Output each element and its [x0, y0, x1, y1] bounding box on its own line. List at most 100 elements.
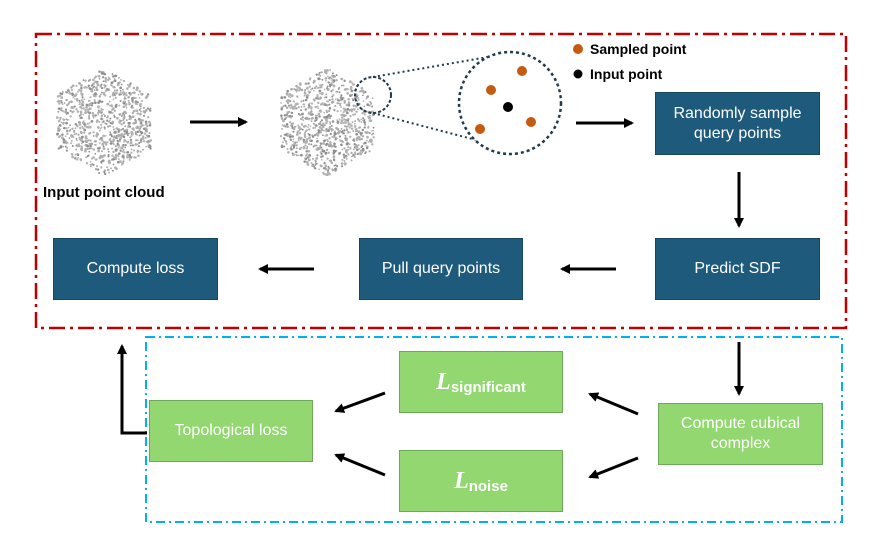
l-significant-subscript: significant [450, 379, 526, 396]
cloud-point [354, 130, 357, 133]
cloud-point [293, 142, 296, 146]
cloud-point [314, 106, 317, 109]
cloud-point [99, 93, 102, 96]
cloud-point [322, 139, 326, 143]
cloud-point [130, 135, 133, 137]
cloud-point [95, 82, 98, 85]
cloud-point [327, 81, 330, 84]
cloud-point [340, 116, 344, 119]
cloud-point [289, 121, 292, 124]
cloud-point [334, 167, 337, 171]
cloud-point [340, 84, 343, 87]
cloud-point [147, 134, 151, 138]
cloud-point [315, 85, 318, 88]
cloud-point [316, 105, 319, 108]
cloud-point [350, 110, 354, 113]
cloud-point [339, 110, 342, 112]
cloud-point [80, 86, 83, 90]
cloud-point [341, 158, 344, 161]
cloud-point [104, 135, 107, 137]
cloud-point [303, 94, 306, 97]
cloud-point [360, 118, 363, 121]
cloud-point [70, 139, 73, 142]
cloud-point [289, 104, 292, 107]
cloud-point [110, 104, 113, 107]
cloud-point [103, 115, 106, 117]
cloud-point [132, 86, 136, 90]
cloud-point [340, 77, 344, 81]
cloud-point [340, 113, 343, 116]
cloud-point [144, 122, 148, 126]
cloud-point [60, 107, 63, 110]
cloud-point [102, 134, 105, 138]
cloud-point [123, 96, 126, 98]
cloud-point [119, 134, 123, 137]
cloud-point [134, 96, 137, 100]
cloud-point [308, 102, 311, 105]
cloud-point [115, 91, 118, 95]
cloud-point [347, 146, 350, 149]
cloud-point [80, 139, 83, 142]
cloud-point [92, 117, 95, 119]
topology-frame [145, 336, 843, 523]
cloud-point [99, 154, 103, 158]
cloud-point [352, 84, 354, 86]
cloud-point [100, 160, 103, 163]
cloud-point [102, 80, 105, 83]
zoom-region-circle [354, 76, 392, 114]
cloud-point [364, 90, 367, 94]
cloud-point [325, 133, 329, 137]
cloud-point [327, 169, 329, 172]
cloud-point [126, 83, 129, 86]
cloud-point [350, 159, 353, 162]
cloud-point [113, 93, 116, 96]
cloud-point [136, 134, 138, 136]
cloud-point [66, 89, 69, 92]
cloud-point [305, 147, 309, 150]
cloud-point [140, 121, 143, 125]
cloud-point [298, 82, 302, 86]
cloud-point [304, 144, 307, 147]
cloud-point [368, 104, 371, 107]
cloud-point [361, 151, 364, 154]
cloud-point [148, 108, 150, 110]
compute-cubical-complex-label: Compute cubical complex [680, 415, 801, 452]
cloud-point [56, 94, 60, 98]
cloud-point [78, 136, 81, 139]
cloud-point [59, 116, 62, 120]
cloud-point [64, 111, 67, 114]
cloud-point [57, 126, 60, 129]
cloud-point [139, 150, 142, 153]
cloud-point [321, 78, 324, 81]
cloud-point [368, 150, 371, 153]
cloud-point [280, 145, 284, 148]
cloud-point [129, 82, 132, 85]
cloud-point [149, 139, 152, 142]
cloud-point [322, 167, 326, 170]
cloud-point [291, 115, 294, 118]
cloud-point [84, 111, 86, 114]
cloud-point [299, 137, 302, 140]
cloud-point [132, 96, 136, 100]
cloud-point [346, 88, 349, 91]
cloud-point [136, 139, 139, 142]
cloud-point [297, 106, 300, 109]
cloud-point [304, 88, 307, 91]
cloud-point [307, 133, 310, 135]
cloud-point [331, 74, 334, 77]
cloud-point [303, 160, 306, 163]
cloud-point [77, 143, 80, 146]
cloud-point [318, 71, 321, 74]
cloud-point [317, 101, 320, 105]
cloud-point [288, 135, 292, 139]
cloud-point [301, 112, 304, 116]
cloud-point [106, 147, 110, 151]
cloud-point [109, 131, 112, 134]
cloud-point [360, 146, 363, 149]
cloud-point [100, 150, 104, 153]
pull-query-points-box: Pull query points [359, 238, 523, 300]
cloud-point [321, 83, 324, 86]
cloud-point [317, 147, 321, 151]
cloud-point [85, 137, 88, 140]
cloud-point [136, 130, 139, 134]
